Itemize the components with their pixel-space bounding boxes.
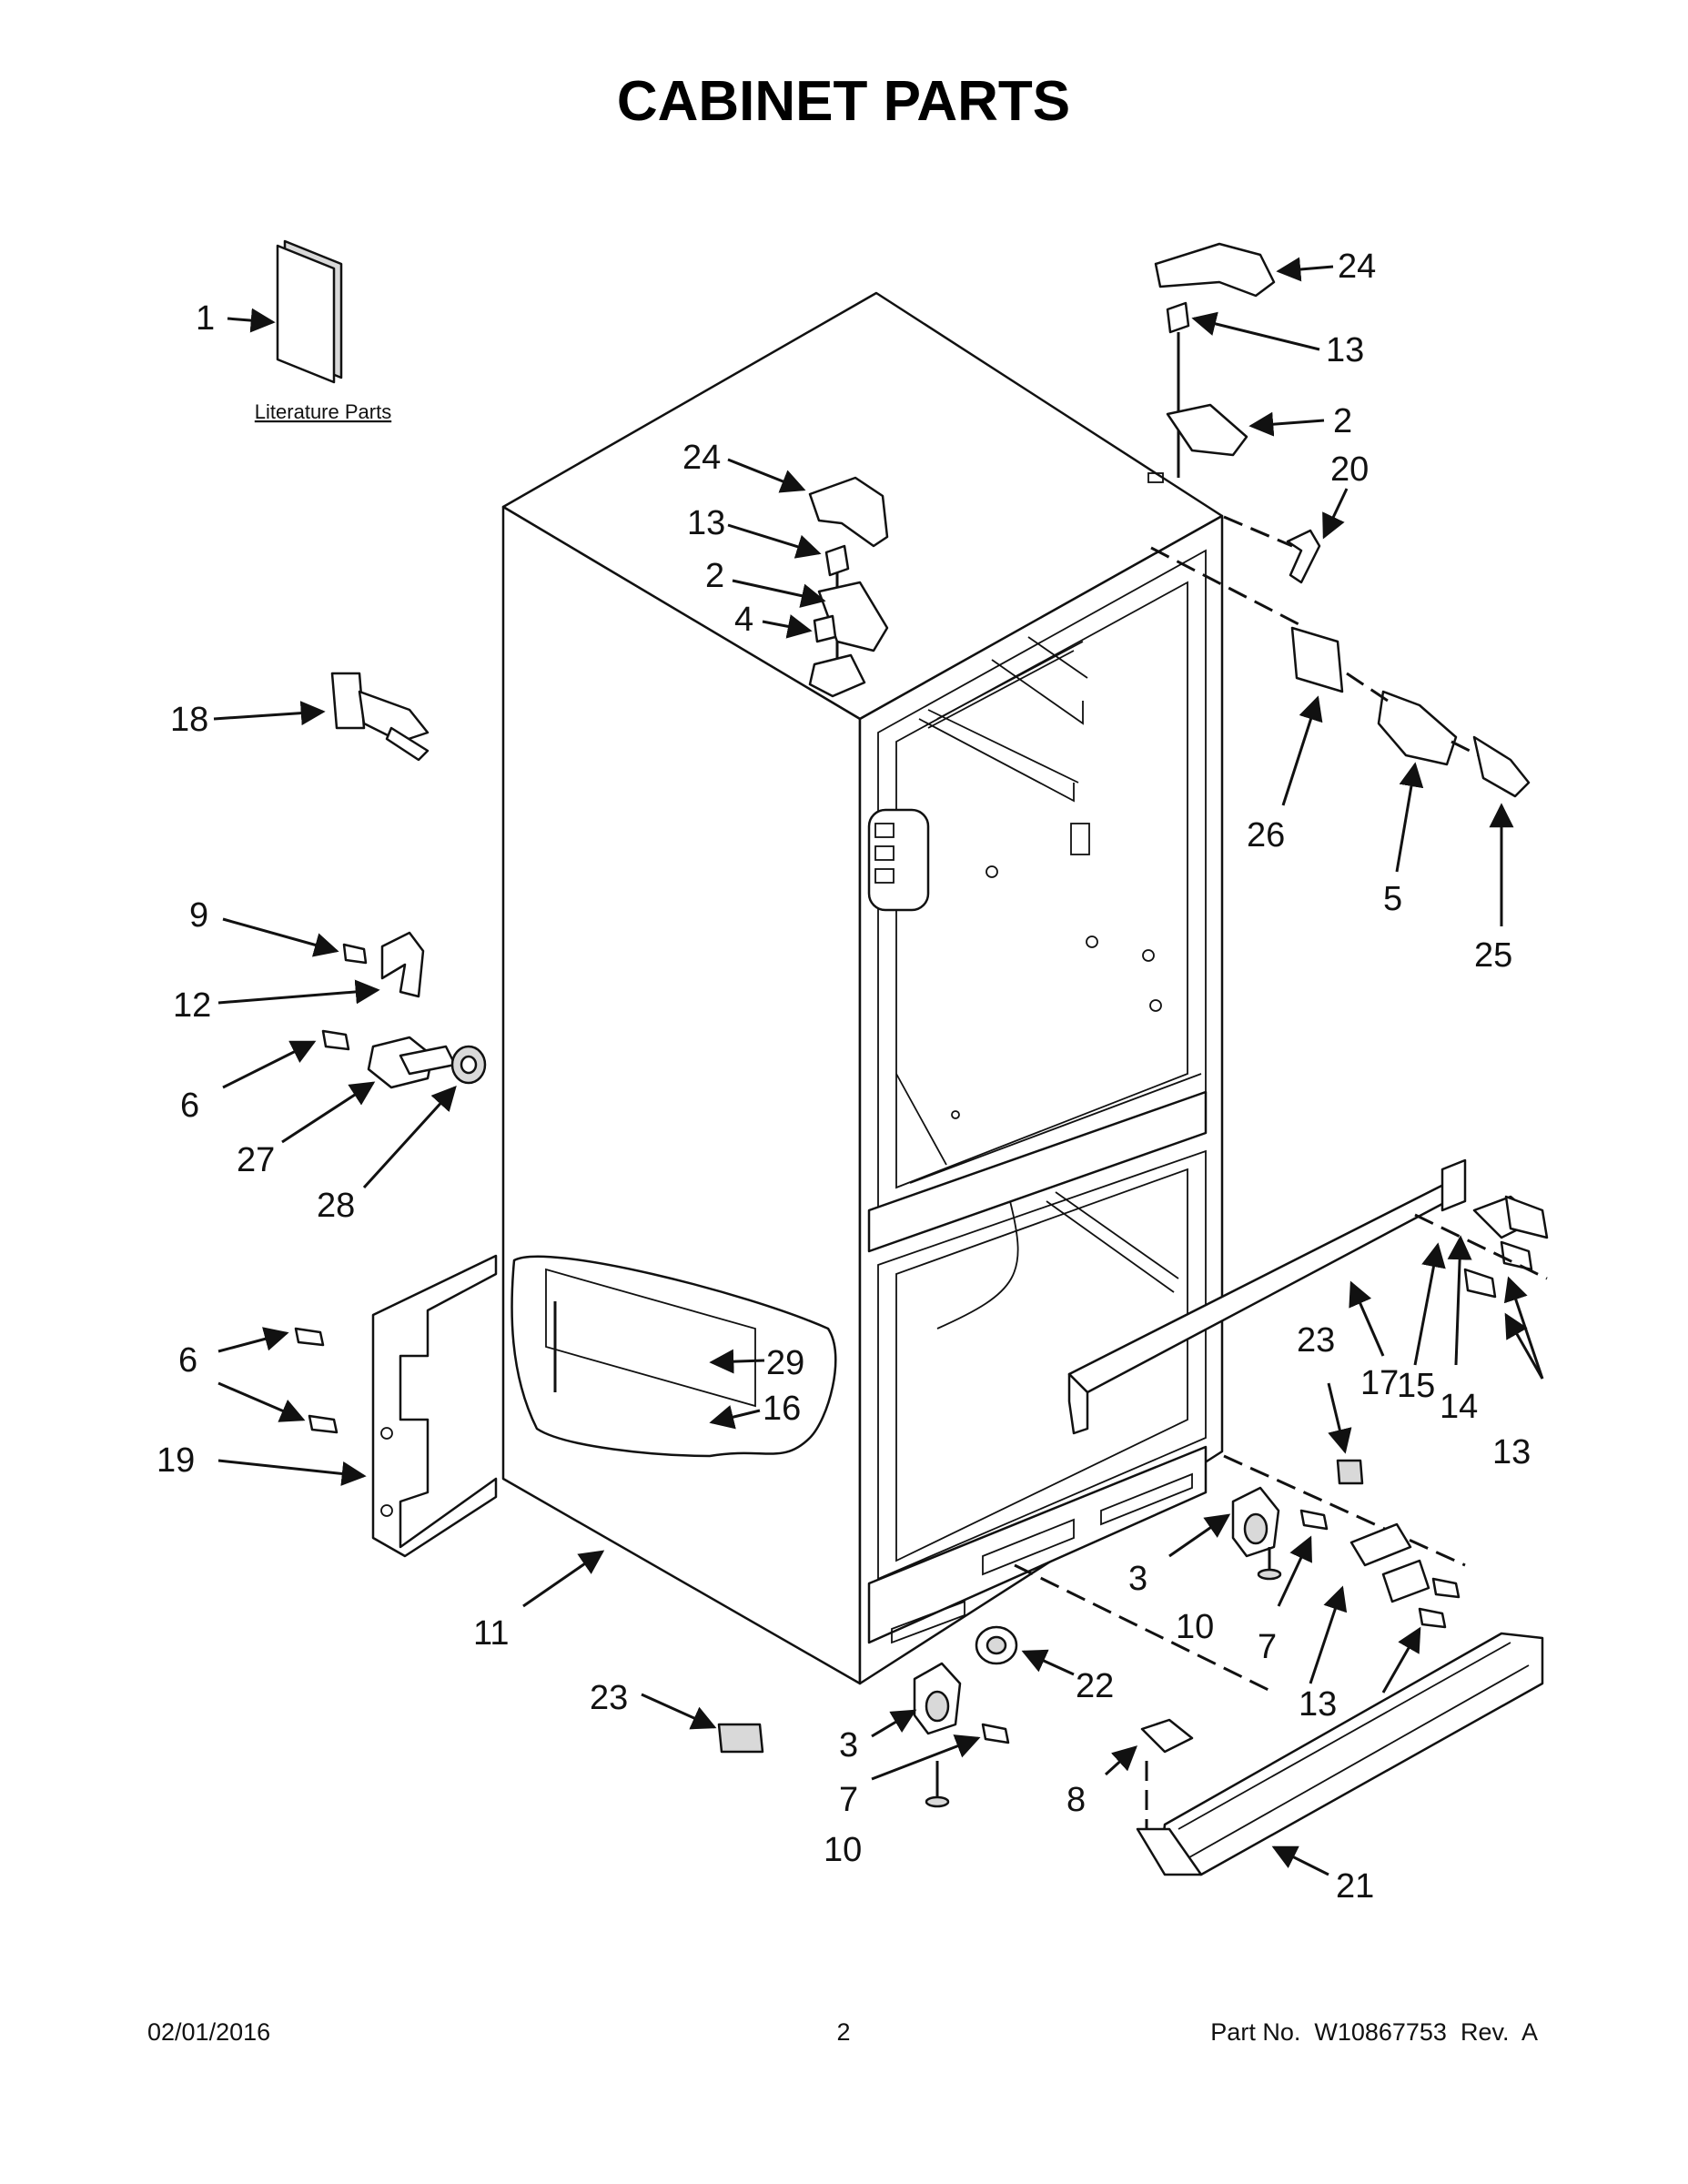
callout-4: 4 bbox=[734, 601, 753, 639]
pad-23-right bbox=[1336, 1459, 1364, 1485]
callout-20: 20 bbox=[1330, 450, 1369, 489]
literature-parts-label: Literature Parts bbox=[255, 400, 391, 423]
callout-22: 22 bbox=[1076, 1667, 1114, 1705]
callout-3: 3 bbox=[839, 1726, 858, 1764]
callout-6: 6 bbox=[178, 1341, 197, 1380]
connector-bracket bbox=[1150, 515, 1531, 798]
callout-14: 14 bbox=[1440, 1388, 1478, 1426]
callout-2: 2 bbox=[1333, 402, 1352, 440]
callout-26: 26 bbox=[1247, 816, 1285, 854]
page-title: CABINET PARTS bbox=[617, 70, 1070, 133]
callout-9: 9 bbox=[189, 896, 208, 935]
top-hinge-right bbox=[1147, 242, 1321, 584]
callout-10: 10 bbox=[824, 1831, 862, 1869]
callout-13: 13 bbox=[687, 504, 725, 542]
callout-13: 13 bbox=[1492, 1433, 1531, 1471]
callout-15: 15 bbox=[1397, 1367, 1435, 1405]
callout-6: 6 bbox=[180, 1087, 199, 1125]
callout-21: 21 bbox=[1336, 1867, 1374, 1906]
callout-24: 24 bbox=[1338, 248, 1376, 286]
footer-page-number: 2 bbox=[836, 2018, 850, 2046]
callout-28: 28 bbox=[317, 1187, 355, 1225]
callout-13: 13 bbox=[1299, 1685, 1337, 1724]
callout-23: 23 bbox=[1297, 1321, 1335, 1360]
left-bracket-18 bbox=[330, 672, 430, 762]
callout-2: 2 bbox=[705, 557, 724, 595]
callout-19: 19 bbox=[157, 1441, 195, 1480]
callout-18: 18 bbox=[170, 701, 208, 739]
callout-11: 11 bbox=[473, 1614, 509, 1653]
callout-25: 25 bbox=[1474, 936, 1512, 975]
callout-12: 12 bbox=[173, 986, 211, 1025]
literature-part bbox=[227, 239, 343, 384]
left-parts-6-27-28 bbox=[321, 1029, 487, 1089]
gasket-16 bbox=[510, 1255, 837, 1458]
callout-23: 23 bbox=[590, 1679, 628, 1717]
callout-7: 7 bbox=[839, 1781, 858, 1819]
kick-plate-17 bbox=[1067, 1158, 1549, 1435]
callout-8: 8 bbox=[1066, 1781, 1086, 1819]
callout-3: 3 bbox=[1128, 1560, 1147, 1598]
callout-5: 5 bbox=[1383, 880, 1402, 918]
callout-10: 10 bbox=[1176, 1608, 1214, 1646]
wheel-22 bbox=[975, 1625, 1018, 1665]
footer-part-number: Part No. W10867753 Rev. A bbox=[1210, 2018, 1538, 2046]
clip-8 bbox=[1140, 1718, 1194, 1829]
callout-17: 17 bbox=[1360, 1364, 1399, 1402]
callout-29: 29 bbox=[766, 1344, 804, 1382]
left-parts-9-12 bbox=[342, 931, 425, 998]
left-bracket-19 bbox=[294, 1254, 498, 1558]
top-hinge-left bbox=[808, 476, 889, 698]
callout-16: 16 bbox=[763, 1390, 801, 1428]
callout-numbers: 1 24 13 2 20 24 13 2 4 18 26 5 25 9 12 6… bbox=[157, 248, 1531, 1906]
callout-27: 27 bbox=[237, 1141, 275, 1179]
toe-grille-21 bbox=[1136, 1632, 1544, 1876]
pad-23-left bbox=[717, 1723, 764, 1754]
callout-13: 13 bbox=[1326, 331, 1364, 369]
callout-24: 24 bbox=[682, 439, 721, 477]
footer-date: 02/01/2016 bbox=[147, 2018, 270, 2046]
roller-right bbox=[1223, 1454, 1466, 1629]
callout-1: 1 bbox=[196, 299, 215, 338]
roller-left bbox=[913, 1662, 1010, 1808]
callout-7: 7 bbox=[1258, 1628, 1277, 1666]
